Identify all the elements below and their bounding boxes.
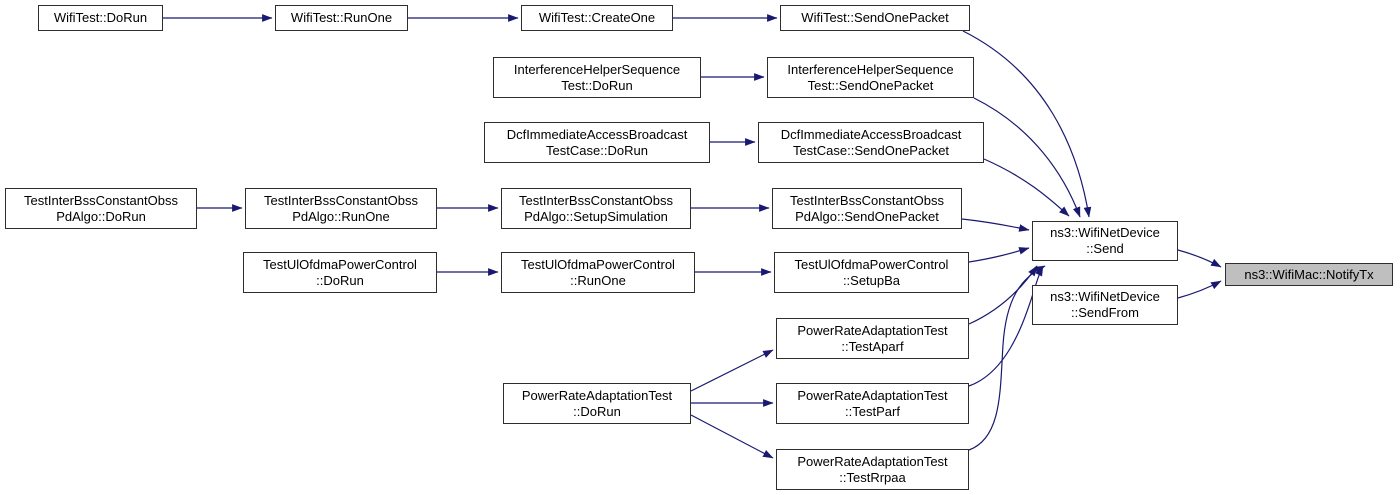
node-label-line: TestInterBssConstantObss: [519, 192, 673, 208]
node-wifitest-createone[interactable]: WifiTest::CreateOne: [521, 5, 673, 31]
node-label-line: ::SendFrom: [1071, 305, 1139, 320]
node-label-line: Test::DoRun: [561, 77, 633, 93]
node-testulofdmapowercontrol-runone[interactable]: TestUlOfdmaPowerControl::RunOne: [501, 252, 695, 293]
node-label-line: PdAlgo::RunOne: [292, 208, 390, 224]
node-label-line: Test::SendOnePacket: [807, 77, 934, 93]
node-wifitest-sendonepacket[interactable]: WifiTest::SendOnePacket: [780, 5, 970, 31]
node-label-line: ::TestParf: [845, 403, 900, 419]
node-label-line: TestUlOfdmaPowerControl: [521, 256, 675, 272]
edge-powerrateadaptationtest-dorun--powerrateadaptationtest-testaparf: [690, 349, 774, 392]
edge-powerrateadaptationtest-testaparf--ns3-wifinetdevice-send: [968, 265, 1038, 325]
node-label-line: PdAlgo::DoRun: [56, 208, 146, 224]
node-powerrateadaptationtest-testaparf[interactable]: PowerRateAdaptationTest::TestAparf: [776, 318, 969, 359]
node-label-line: ns3::WifiNetDevice: [1050, 289, 1160, 304]
node-label-line: ::TestRrpaa: [839, 469, 906, 485]
edge-powerrateadaptationtest-dorun--powerrateadaptationtest-testrrpaa: [690, 414, 774, 459]
edge-ns3-wifinetdevice-sendfrom--ns3-wifimac-notifytx: [1177, 280, 1222, 299]
node-wifitest-runone[interactable]: WifiTest::RunOne: [275, 5, 408, 31]
node-label-line: TestCase::DoRun: [546, 142, 648, 158]
node-label-line: TestCase::SendOnePacket: [792, 142, 950, 158]
node-ns3-wifimac-notifytx[interactable]: ns3::WifiMac::NotifyTx: [1225, 263, 1393, 286]
node-label-line: WifiTest::SendOnePacket: [801, 10, 949, 25]
node-testulofdmapowercontrol-setupba[interactable]: TestUlOfdmaPowerControl::SetupBa: [774, 252, 969, 293]
node-label-line: ::DoRun: [316, 272, 364, 288]
node-label-line: PowerRateAdaptationTest: [797, 322, 948, 338]
node-label-line: ::SetupBa: [842, 272, 901, 288]
edge-powerrateadaptationtest-testparf--ns3-wifinetdevice-send: [968, 265, 1044, 387]
node-label-line: TestInterBssConstantObss: [264, 192, 418, 208]
node-label-line: PowerRateAdaptationTest: [797, 387, 948, 403]
node-label-line: TestInterBssConstantObss: [790, 192, 944, 208]
node-testulofdmapowercontrol-dorun[interactable]: TestUlOfdmaPowerControl::DoRun: [243, 252, 437, 293]
edge-testinterbssconstantobsspdalgo-sendonepacket--ns3-wifinetdevice-send: [961, 218, 1030, 232]
node-label-line: PowerRateAdaptationTest: [797, 453, 948, 469]
node-label-line: WifiTest::DoRun: [53, 10, 148, 25]
node-label-line: ::RunOne: [570, 272, 626, 288]
node-label-line: ::Send: [1086, 241, 1124, 256]
node-powerrateadaptationtest-testrrpaa[interactable]: PowerRateAdaptationTest::TestRrpaa: [776, 449, 969, 490]
node-label-line: WifiTest::CreateOne: [538, 10, 656, 25]
node-wifitest-dorun[interactable]: WifiTest::DoRun: [38, 5, 163, 31]
node-powerrateadaptationtest-testparf[interactable]: PowerRateAdaptationTest::TestParf: [776, 383, 969, 424]
node-powerrateadaptationtest-dorun[interactable]: PowerRateAdaptationTest::DoRun: [503, 383, 691, 424]
node-label-line: TestUlOfdmaPowerControl: [794, 256, 949, 272]
node-label-line: ::DoRun: [573, 403, 621, 419]
node-label-line: DcfImmediateAccessBroadcast: [780, 126, 962, 142]
node-label-line: InterferenceHelperSequence: [787, 61, 954, 77]
node-label-line: DcfImmediateAccessBroadcast: [506, 126, 688, 142]
node-label-line: PowerRateAdaptationTest: [521, 387, 673, 403]
edge-interferencehelpersequencetest-sendonepacket--ns3-wifinetdevice-send: [973, 97, 1081, 218]
node-label-line: ::TestAparf: [841, 338, 904, 354]
edge-dcfimmediateaccessbroadcasttestcase-sendonepacket--ns3-wifinetdevice-send: [983, 158, 1070, 217]
node-label-line: ns3::WifiMac::NotifyTx: [1244, 266, 1374, 282]
edge-testulofdmapowercontrol-setupba--ns3-wifinetdevice-send: [968, 247, 1030, 263]
node-label-line: ns3::WifiNetDevice: [1050, 225, 1160, 240]
node-ns3-wifinetdevice-send[interactable]: ns3::WifiNetDevice::Send: [1032, 221, 1178, 261]
node-label-line: WifiTest::RunOne: [290, 10, 393, 25]
node-label-line: TestInterBssConstantObss: [24, 192, 178, 208]
node-label-line: InterferenceHelperSequence: [513, 61, 681, 77]
node-label-line: PdAlgo::SetupSimulation: [524, 208, 668, 224]
node-label-line: TestUlOfdmaPowerControl: [263, 256, 417, 272]
node-ns3-wifinetdevice-sendfrom[interactable]: ns3::WifiNetDevice::SendFrom: [1032, 285, 1178, 325]
node-label-line: PdAlgo::SendOnePacket: [795, 208, 939, 224]
edge-ns3-wifinetdevice-send--ns3-wifimac-notifytx: [1177, 249, 1222, 268]
